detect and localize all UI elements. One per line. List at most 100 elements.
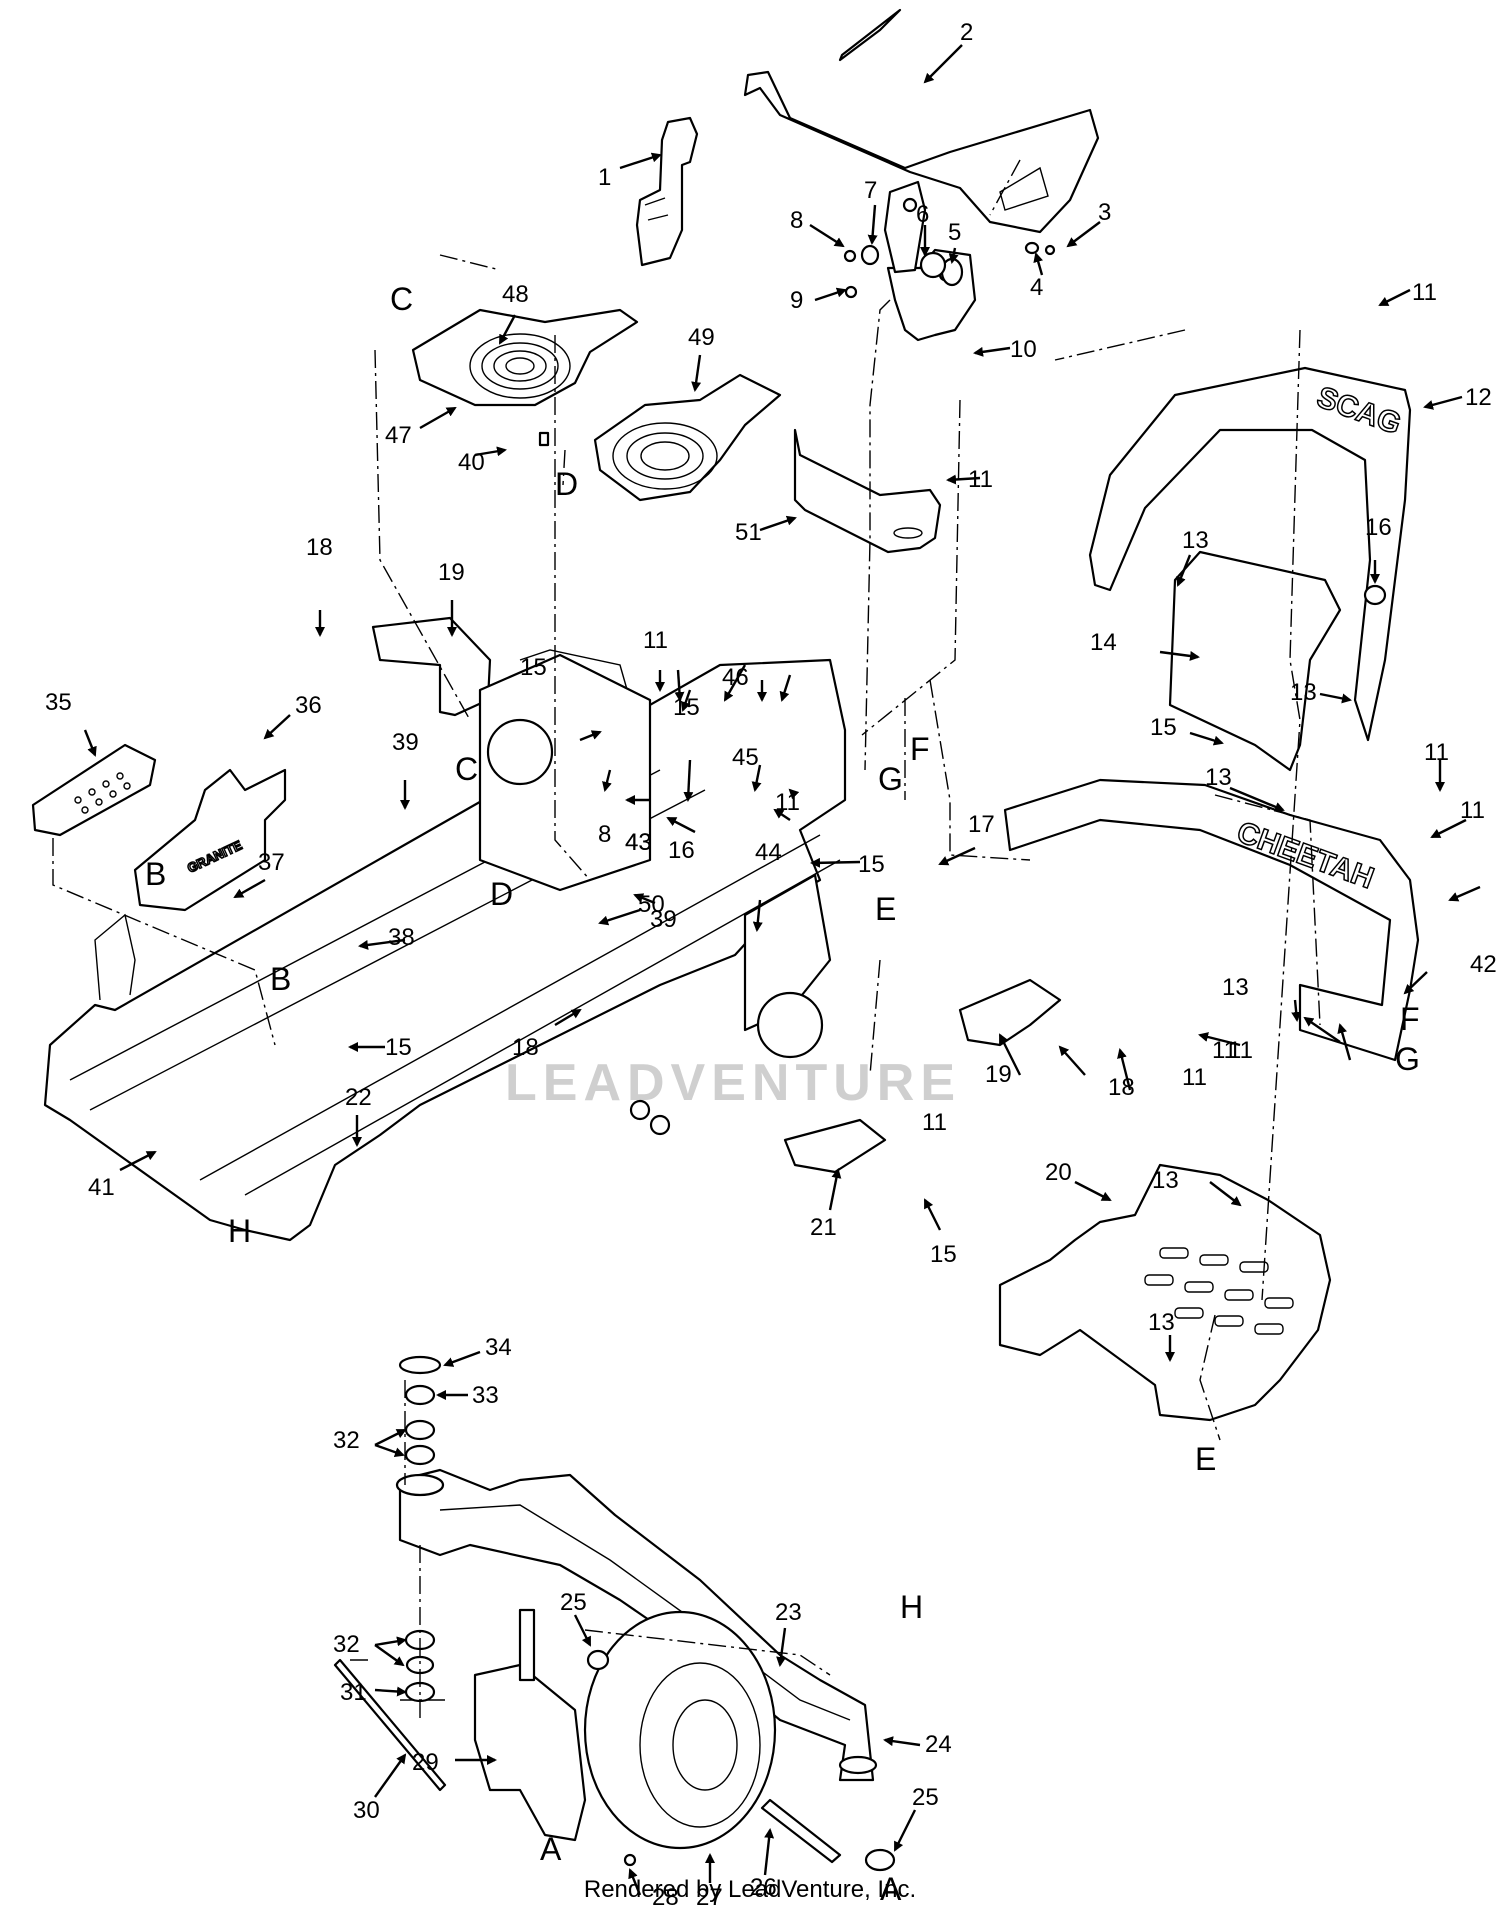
callout-15e: 15 [385, 1034, 412, 1061]
part-29-fork [473, 1608, 587, 1842]
callout-19a: 19 [438, 559, 465, 586]
letter-G-frame: G [878, 761, 903, 797]
callout-13d: 13 [1222, 974, 1249, 1001]
reference-letters: A A B B C C D D E E F F G G H H [145, 281, 1420, 1907]
callout-16b: 16 [668, 837, 695, 864]
callout-44: 44 [755, 839, 782, 866]
callout-11d: 11 [775, 789, 800, 816]
callout-32b: 32 [333, 1631, 360, 1658]
part-1-bracket [635, 116, 699, 267]
callout-10: 10 [1010, 336, 1037, 363]
callout-23: 23 [775, 1599, 802, 1626]
callout-arrows [83, 44, 1481, 1896]
callout-30: 30 [353, 1797, 380, 1824]
callout-13f: 13 [1148, 1309, 1175, 1336]
watermark: LEADVENTURE [505, 1054, 961, 1112]
part-axle-hardware [333, 1649, 896, 1872]
letter-H-frame: H [228, 1213, 251, 1249]
part-24-arm [395, 1468, 878, 1782]
callout-1: 1 [598, 164, 611, 191]
callout-11g: 11 [1182, 1064, 1207, 1091]
hardware-washers-top [843, 241, 1056, 299]
callout-35: 35 [45, 689, 72, 716]
letter-D-frame: D [490, 876, 513, 912]
letter-B-pad: B [145, 856, 166, 892]
assembly-lines [52, 159, 1321, 1720]
callout-32a: 32 [333, 1427, 360, 1454]
callout-12: 12 [1465, 384, 1492, 411]
callout-11e: 11 [1424, 739, 1449, 766]
callout-33: 33 [472, 1382, 499, 1409]
callout-43b: 43 [625, 829, 652, 856]
callout-6: 6 [916, 201, 929, 228]
callout-39b: 39 [650, 906, 677, 933]
part-36-footpad: GRANITE [133, 768, 287, 912]
callout-labels: 1 2 3 4 5 6 7 8 8 9 10 11 11 11 11 11 11… [45, 19, 1497, 1911]
callout-15f: 15 [930, 1241, 957, 1268]
part-20-foot-plate [998, 1163, 1332, 1422]
callout-21: 21 [810, 1214, 837, 1241]
callout-47: 47 [385, 422, 412, 449]
letter-B-frame: B [270, 961, 291, 997]
callout-50: 50 [638, 891, 665, 918]
callout-43a: 43 [625, 829, 652, 856]
callout-18a: 18 [306, 534, 333, 561]
callout-7: 7 [864, 177, 877, 204]
callout-39a: 39 [392, 729, 419, 756]
part-2-console [743, 8, 1100, 234]
callout-48: 48 [502, 281, 529, 308]
part-19-bracket-top [371, 616, 492, 717]
callout-11i: 11 [922, 1109, 947, 1136]
callout-11j: 11 [1228, 1037, 1253, 1064]
part-41-frame [43, 649, 847, 1242]
callout-8a: 8 [790, 207, 803, 234]
callout-51: 51 [735, 519, 762, 546]
callout-4: 4 [1030, 274, 1043, 301]
callout-25b: 25 [912, 1784, 939, 1811]
callout-18b: 18 [512, 1034, 539, 1061]
callout-31: 31 [340, 1679, 367, 1706]
part-49-plate [593, 373, 782, 502]
part-51-plate [793, 428, 942, 554]
callout-11a: 11 [1412, 279, 1437, 306]
callout-26: 26 [750, 1874, 777, 1901]
letter-D-plate: D [555, 466, 578, 502]
letter-A-fork: A [540, 1831, 562, 1867]
callout-40: 40 [458, 449, 485, 476]
callout-24: 24 [925, 1731, 952, 1758]
callout-15c: 15 [1150, 714, 1177, 741]
letter-F-frame: F [910, 731, 930, 767]
part-42-panel: CHEETAH [1003, 778, 1420, 1062]
part-27-wheel [583, 1610, 777, 1850]
callout-15b: 15 [673, 694, 700, 721]
callout-15d: 15 [858, 851, 885, 878]
letter-C-frame: C [455, 751, 478, 787]
callout-14: 14 [1090, 629, 1117, 656]
part-19-bracket-lower [958, 978, 1062, 1047]
callout-17: 17 [968, 811, 995, 838]
callout-13e: 13 [1152, 1167, 1179, 1194]
callout-2: 2 [960, 19, 973, 46]
callout-22: 22 [345, 1084, 372, 1111]
footer-credit: Rendered by LeadVenture, Inc. [583, 1876, 917, 1903]
callout-37: 37 [258, 849, 285, 876]
callout-8b: 8 [598, 821, 611, 848]
part-47-plate [411, 308, 639, 447]
callout-38: 38 [388, 924, 415, 951]
callout-42: 42 [1470, 951, 1497, 978]
callout-49: 49 [688, 324, 715, 351]
letter-C-plate: C [390, 281, 413, 317]
callout-11c: 11 [643, 627, 668, 654]
callout-19b: 19 [985, 1061, 1012, 1088]
letter-E-footplate: E [1195, 1441, 1216, 1477]
letter-G-panel: G [1395, 1041, 1420, 1077]
callout-34: 34 [485, 1334, 512, 1361]
letter-H-arm: H [900, 1589, 923, 1625]
callout-18c: 18 [1108, 1074, 1135, 1101]
callout-28: 28 [652, 1884, 679, 1911]
callout-41: 41 [88, 1174, 115, 1201]
callout-20: 20 [1045, 1159, 1072, 1186]
part-12-guard: SCAG [1088, 366, 1412, 742]
part-31-34-bearings [398, 1355, 442, 1703]
